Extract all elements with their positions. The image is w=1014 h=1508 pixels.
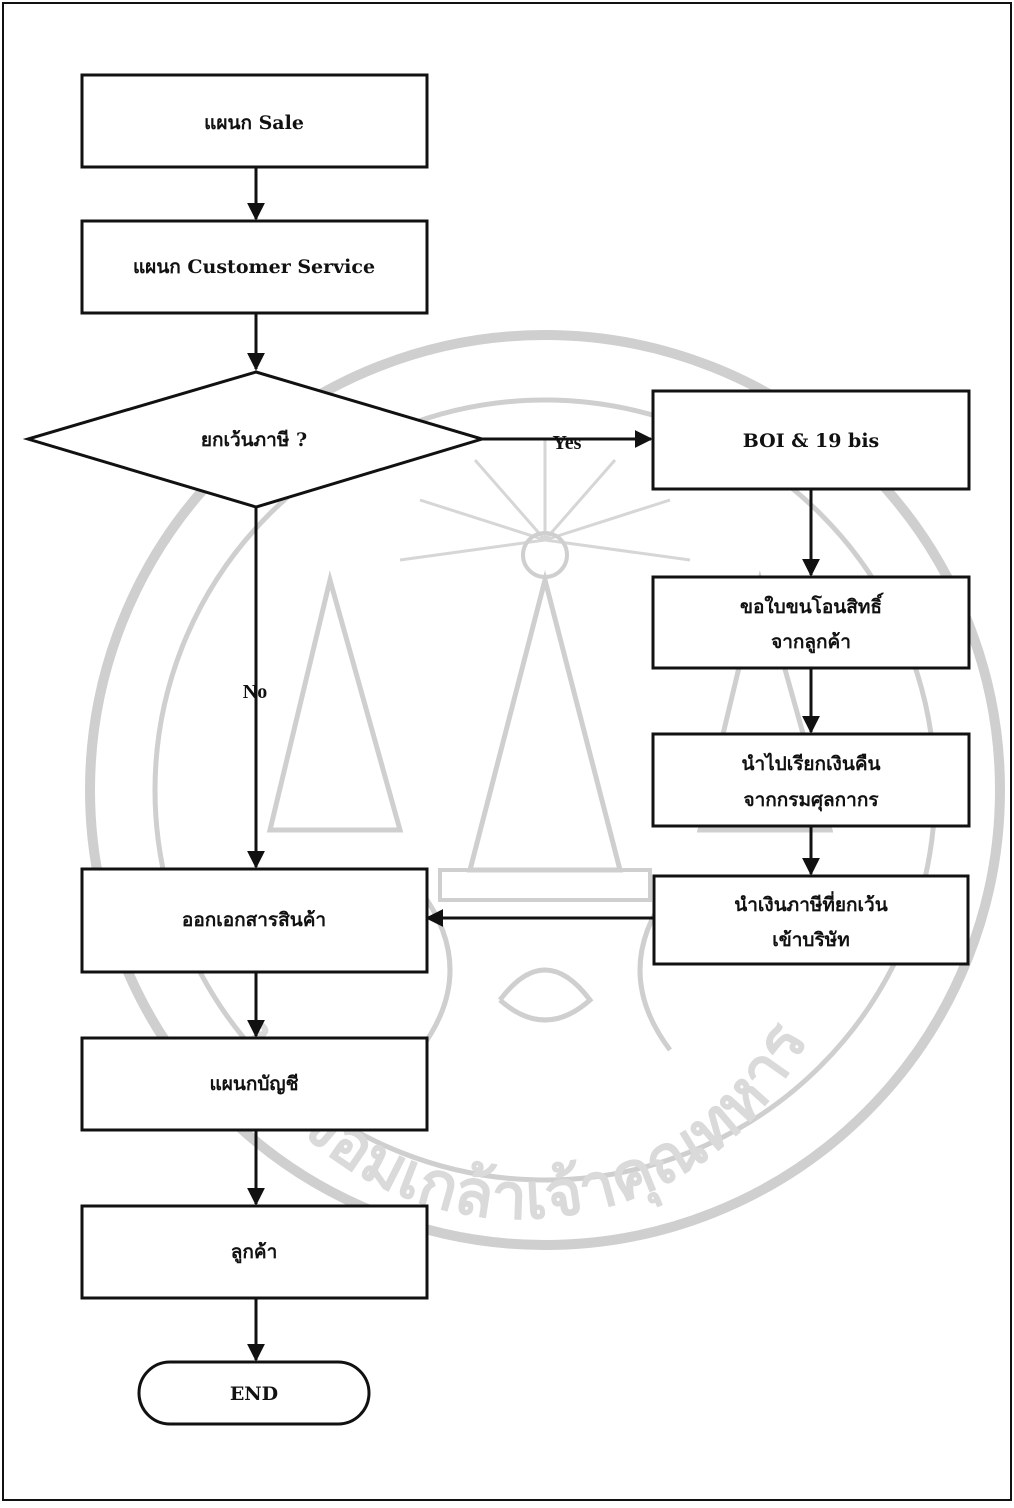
node-customer: ลูกค้า: [80, 1204, 429, 1300]
node-boi-label: BOI & 19 bis: [743, 430, 880, 452]
node-end-label: END: [230, 1383, 278, 1405]
node-decision: ยกเว้นภาษี ?: [22, 370, 488, 509]
node-transfer-rights-line1: ขอใบขนโอนสิทธิ์: [740, 592, 884, 618]
node-deposit: นำเงินภาษีที่ยกเว้น เข้าบริษัท: [652, 874, 970, 966]
node-transfer-rights: ขอใบขนโอนสิทธิ์ จากลูกค้า: [651, 575, 971, 670]
node-customer-service-label: แผนก Customer Service: [133, 256, 375, 278]
node-accounting-label: แผนกบัญชี: [209, 1073, 298, 1095]
node-customer-label: ลูกค้า: [231, 1241, 278, 1264]
node-end: END: [137, 1360, 371, 1426]
node-decision-label: ยกเว้นภาษี ?: [201, 429, 307, 451]
node-accounting: แผนกบัญชี: [80, 1036, 429, 1132]
node-sale-label: แผนก Sale: [204, 112, 304, 134]
node-refund-line1: นำไปเรียกเงินคืน: [741, 752, 880, 775]
node-refund-line2: จากกรมศุลกากร: [743, 789, 879, 812]
node-boi: BOI & 19 bis: [651, 389, 971, 491]
node-deposit-line1: นำเงินภาษีที่ยกเว้น: [734, 891, 887, 916]
edge-label-no: No: [243, 681, 267, 703]
node-issue-docs: ออกเอกสารสินค้า: [80, 867, 429, 974]
node-issue-docs-label: ออกเอกสารสินค้า: [182, 909, 326, 931]
connectors: [247, 167, 820, 1362]
edge-label-yes: Yes: [553, 432, 582, 454]
node-sale: แผนก Sale: [80, 73, 429, 169]
node-refund: นำไปเรียกเงินคืน จากกรมศุลกากร: [651, 732, 971, 828]
node-customer-service: แผนก Customer Service: [80, 219, 429, 315]
node-deposit-line2: เข้าบริษัท: [772, 929, 849, 951]
node-transfer-rights-line2: จากลูกค้า: [771, 631, 851, 654]
